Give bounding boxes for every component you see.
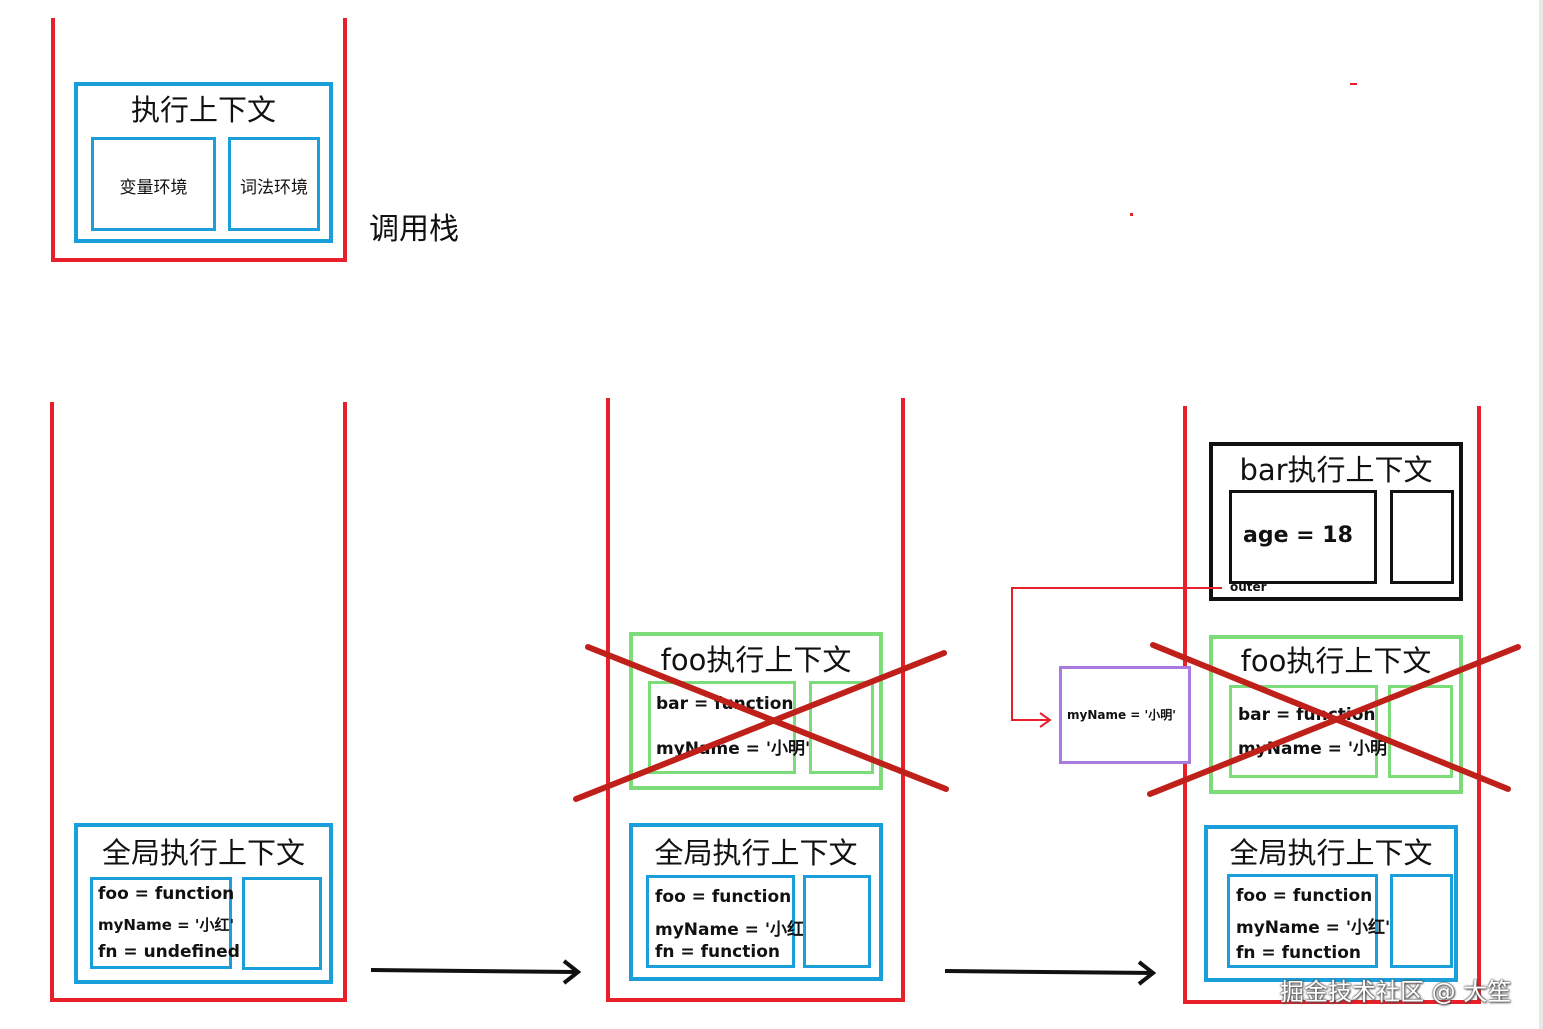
legend-context-title: 执行上下文 [130, 93, 276, 127]
stack3-global-context: 全局执行上下文 foo = function myName = '小红' fn … [1204, 825, 1458, 982]
stack1-var-myname: myName = '小红' [98, 916, 235, 934]
stack1-global-lexical-env [242, 877, 322, 970]
stack2-global-context: 全局执行上下文 foo = function myName = '小红' fn … [629, 823, 883, 981]
call-stack-2 [606, 398, 905, 1002]
stack2-foo-cross [573, 644, 949, 802]
stack2-var-myname: myName = '小红' [655, 920, 810, 940]
stack3-bar-context: bar执行上下文 age = 18 outer [1209, 442, 1463, 601]
stray-mark-2 [1130, 213, 1133, 216]
stack3-global-title: 全局执行上下文 [1229, 836, 1433, 870]
legend-lexical-env-label: 词法环境 [240, 178, 308, 198]
transition-arrow-1 [370, 959, 582, 985]
stack3-bar-outer-label: outer [1230, 580, 1267, 594]
stack2-global-lexical-env [803, 875, 871, 968]
outer-link-arrow [1011, 587, 1222, 728]
stack3-global-variable-env: foo = function myName = '小红' fn = functi… [1227, 874, 1390, 968]
stack1-global-variable-env: foo = function myName = '小红' fn = undefi… [90, 877, 240, 969]
stack2-var-fn: fn = function [655, 942, 780, 962]
call-stack-1 [50, 402, 347, 1002]
legend-stack-label: 调用栈 [369, 212, 459, 247]
transition-arrow-2 [944, 960, 1157, 986]
stack3-global-lexical-env [1390, 874, 1453, 968]
stack3-bar-var-age: age = 18 [1243, 523, 1353, 548]
stack2-foo-title: foo执行上下文 [660, 643, 852, 677]
closure-var-myname: myName = '小明' [1067, 708, 1176, 722]
stack1-global-title: 全局执行上下文 [101, 836, 305, 870]
stack2-global-variable-env: foo = function myName = '小红' fn = functi… [646, 875, 809, 968]
stack3-foo-title: foo执行上下文 [1240, 644, 1432, 678]
legend-variable-env-box: 变量环境 [91, 137, 216, 231]
legend-lexical-env-box: 词法环境 [228, 137, 320, 231]
stack3-var-fn: fn = function [1236, 943, 1361, 963]
legend-execution-context: 执行上下文 变量环境 词法环境 [74, 82, 333, 243]
watermark: 掘金技术社区 @ 大笙 [1280, 978, 1512, 1006]
stack3-bar-variable-env: age = 18 [1229, 490, 1377, 584]
stack3-foo-cross [1147, 642, 1521, 797]
stack1-global-context: 全局执行上下文 foo = function myName = '小红' fn … [74, 823, 333, 984]
stack1-var-foo: foo = function [98, 884, 235, 904]
legend-variable-env-label: 变量环境 [119, 178, 188, 198]
stack2-global-title: 全局执行上下文 [654, 836, 858, 870]
closure-box: myName = '小明' [1059, 666, 1191, 764]
stack3-var-foo: foo = function [1236, 886, 1373, 906]
stack1-var-fn: fn = undefined [98, 942, 240, 962]
stack3-bar-lexical-env [1390, 490, 1454, 584]
stack3-var-myname: myName = '小红' [1236, 918, 1391, 938]
stack2-var-foo: foo = function [655, 887, 792, 907]
legend-call-stack [51, 18, 347, 262]
stack3-bar-title: bar执行上下文 [1239, 453, 1433, 487]
right-edge-rule [1539, 0, 1543, 1029]
